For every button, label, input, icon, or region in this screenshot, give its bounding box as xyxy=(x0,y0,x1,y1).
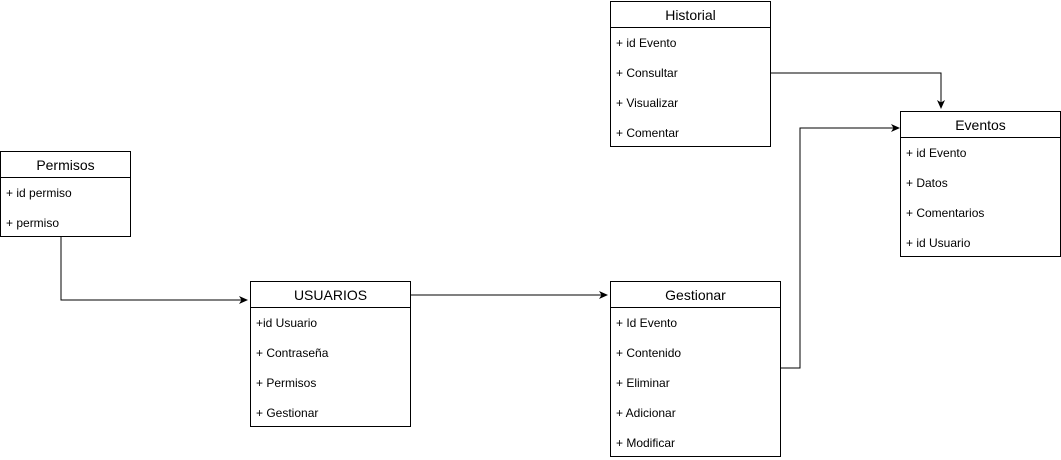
class-usuarios-title: USUARIOS xyxy=(251,282,410,308)
attribute-id-usuario: + id Usuario xyxy=(906,236,971,250)
attribute-visualizar: + Visualizar xyxy=(616,96,679,110)
attribute-contenido: + Contenido xyxy=(616,346,682,360)
class-historial[interactable]: Historial + id Evento + Consultar + Visu… xyxy=(610,1,771,147)
attribute-id-evento: + id Evento xyxy=(906,146,967,160)
connector-permisos-usuarios[interactable] xyxy=(60,237,248,304)
attribute-id-evento: + id Evento xyxy=(616,36,677,50)
attribute-comentarios: + Comentarios xyxy=(906,206,985,220)
attribute-datos: + Datos xyxy=(906,176,948,190)
class-gestionar-title: Gestionar xyxy=(611,282,780,308)
attribute-contrasena: + Contraseña xyxy=(256,346,329,360)
attribute-id-evento: + Id Evento xyxy=(616,316,678,330)
connector-gestionar-eventos[interactable] xyxy=(781,124,900,369)
class-eventos-title: Eventos xyxy=(901,112,1060,138)
attribute-eliminar: + Eliminar xyxy=(616,376,670,390)
class-usuarios[interactable]: USUARIOS +id Usuario + Contraseña + Perm… xyxy=(250,281,411,427)
attribute-consultar: + Consultar xyxy=(616,66,678,80)
attribute-modificar: + Modificar xyxy=(616,436,676,450)
class-eventos[interactable]: Eventos + id Evento + Datos + Comentario… xyxy=(900,111,1061,257)
attribute-permiso: + permiso xyxy=(6,216,60,230)
attribute-adicionar: + Adicionar xyxy=(616,406,676,420)
attribute-gestionar: + Gestionar xyxy=(256,406,319,420)
attribute-permisos: + Permisos xyxy=(256,376,317,390)
connector-historial-eventos[interactable] xyxy=(771,72,945,109)
class-permisos-title: Permisos xyxy=(1,152,130,178)
class-permisos[interactable]: Permisos + id permiso + permiso xyxy=(0,151,131,237)
attribute-comentar: + Comentar xyxy=(616,126,680,140)
attribute-id-usuario: +id Usuario xyxy=(256,316,318,330)
attribute-id-permiso: + id permiso xyxy=(6,186,72,200)
class-gestionar[interactable]: Gestionar + Id Evento + Contenido + Elim… xyxy=(610,281,781,457)
class-historial-title: Historial xyxy=(611,2,770,28)
